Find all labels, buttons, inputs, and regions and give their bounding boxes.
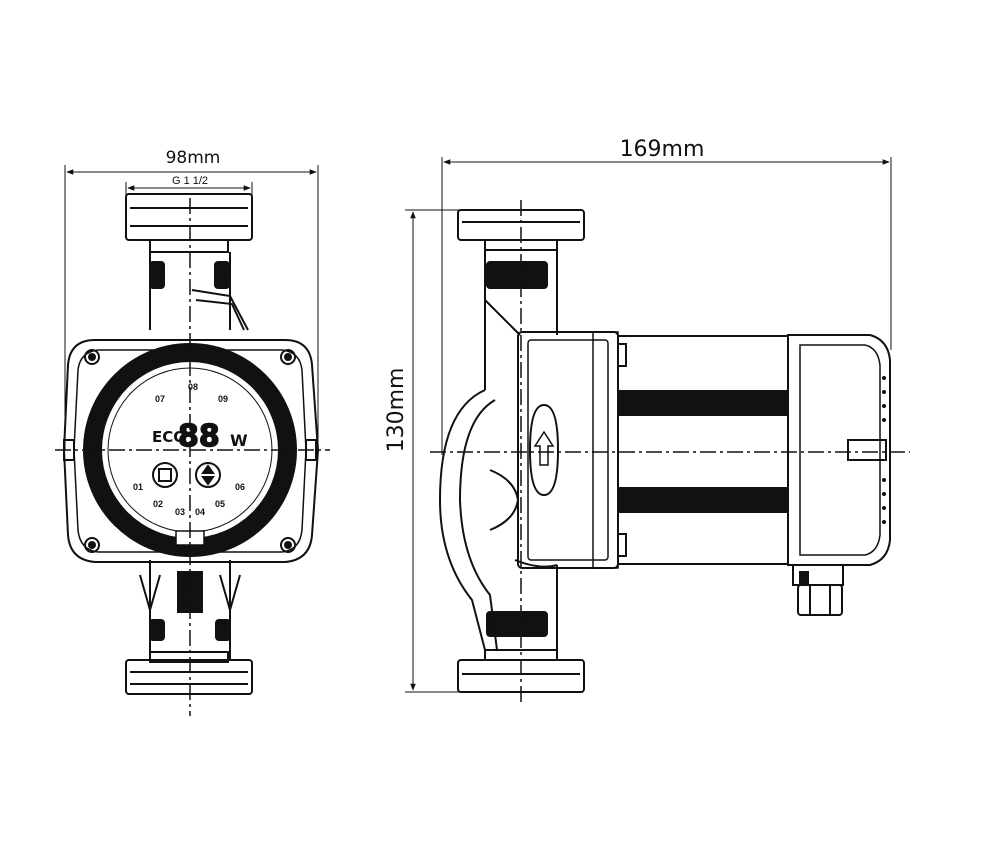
width-dimension bbox=[64, 165, 319, 450]
pump-body bbox=[438, 250, 558, 651]
control-panel: ECO 88 W 07 08 09 01 02 03 04 05 06 bbox=[133, 382, 248, 517]
mode-label-03: 03 bbox=[175, 507, 185, 517]
cable-connector bbox=[792, 564, 844, 616]
bottom-flange bbox=[125, 659, 253, 695]
mode-label-04: 04 bbox=[195, 507, 205, 517]
width-label: 98mm bbox=[166, 148, 221, 168]
side-view bbox=[405, 157, 892, 693]
mode-label-09: 09 bbox=[218, 394, 228, 404]
mode-label-08: 08 bbox=[188, 382, 198, 392]
mode-label-06: 06 bbox=[235, 482, 245, 492]
thread-dimension bbox=[125, 182, 253, 195]
motor-can bbox=[617, 335, 789, 565]
height-label: 130mm bbox=[384, 368, 409, 453]
front-centerlines bbox=[55, 198, 330, 716]
height-dimension bbox=[405, 209, 460, 693]
length-dimension bbox=[441, 157, 892, 455]
upper-neck bbox=[149, 252, 249, 331]
digit-display: 88 bbox=[178, 419, 220, 454]
side-centerlines bbox=[430, 200, 910, 705]
mode-label-01: 01 bbox=[133, 482, 143, 492]
mode-label-05: 05 bbox=[215, 499, 225, 509]
eco-label: ECO bbox=[152, 428, 186, 446]
up-down-button bbox=[195, 462, 221, 488]
mode-button bbox=[152, 462, 178, 488]
motor-housing bbox=[62, 339, 320, 563]
end-cap bbox=[787, 334, 891, 566]
mode-label-07: 07 bbox=[155, 394, 165, 404]
terminal-housing bbox=[517, 331, 627, 569]
top-flange bbox=[125, 193, 253, 253]
thread-label: G 1 1/2 bbox=[172, 175, 208, 187]
unit-label: W bbox=[230, 431, 248, 450]
mode-label-02: 02 bbox=[153, 499, 163, 509]
length-label: 169mm bbox=[620, 137, 705, 162]
